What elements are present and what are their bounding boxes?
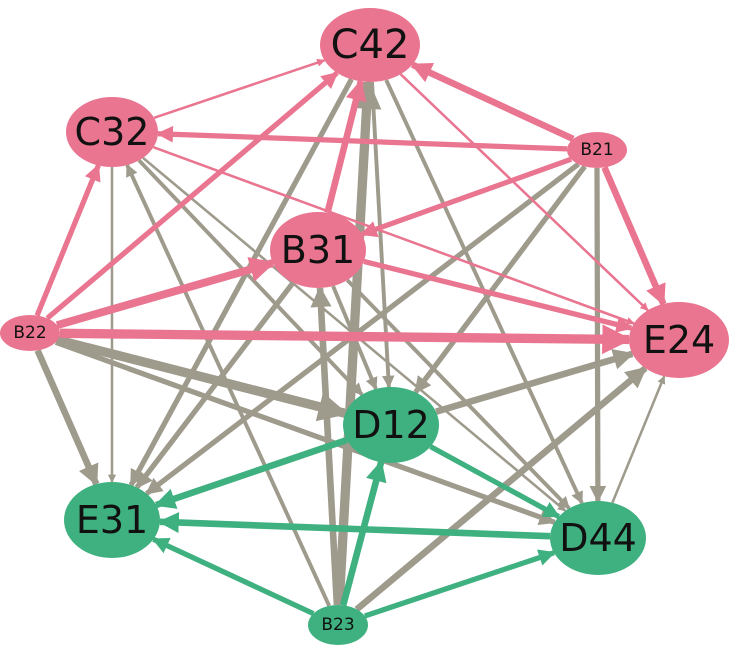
edge-B23-D44 — [363, 549, 556, 619]
svg-text:E24: E24 — [643, 318, 715, 362]
edge-B23-C32 — [125, 163, 331, 607]
edge-B22-D12 — [56, 335, 349, 422]
edge-D12-D44 — [429, 444, 561, 519]
svg-text:B21: B21 — [580, 140, 613, 160]
edge-D12-E31 — [154, 436, 348, 509]
edge-B22-C42 — [45, 70, 339, 321]
nodes-layer: C42 C32 B21 B31 B22 E24 D12 E31 D44 B23 — [0, 8, 729, 645]
edge-B22-B31 — [55, 257, 276, 330]
edge-B23-E31 — [151, 536, 315, 616]
node-B31[interactable]: B31 — [270, 212, 366, 288]
edge-D12-E24 — [435, 349, 635, 415]
node-B23[interactable]: B23 — [308, 605, 368, 645]
node-B22[interactable]: B22 — [0, 315, 60, 351]
svg-text:D44: D44 — [559, 516, 637, 560]
edge-B21-C32 — [156, 125, 568, 152]
node-C42[interactable]: C42 — [320, 8, 420, 82]
edge-D44-E24 — [611, 375, 666, 504]
node-D12[interactable]: D12 — [343, 387, 439, 463]
svg-text:D12: D12 — [352, 403, 430, 447]
svg-text:E31: E31 — [76, 498, 148, 542]
edge-B21-D12 — [413, 164, 587, 394]
edge-B21-E31 — [145, 162, 581, 496]
svg-text:C42: C42 — [331, 22, 410, 68]
node-D44[interactable]: D44 — [550, 501, 646, 575]
edge-B21-E24 — [601, 166, 667, 306]
edge-C42-E31 — [128, 78, 354, 487]
edge-B31-E31 — [134, 280, 296, 490]
edge-B23-C42 — [334, 79, 382, 606]
edge-C42-E24 — [399, 73, 649, 312]
edge-B21-D44 — [589, 167, 607, 503]
edge-B22-E31 — [34, 349, 100, 487]
edge-B31-C42 — [324, 79, 367, 214]
node-E31[interactable]: E31 — [64, 482, 160, 558]
svg-text:B22: B22 — [13, 323, 46, 343]
svg-text:B23: B23 — [321, 615, 354, 635]
node-C32[interactable]: C32 — [66, 97, 158, 167]
edge-B22-D44 — [54, 339, 557, 526]
edge-B21-C42 — [410, 61, 575, 142]
edge-B22-C32 — [34, 163, 101, 317]
svg-text:B31: B31 — [281, 228, 355, 272]
edge-B31-E24 — [363, 258, 634, 333]
edge-B23-D12 — [340, 460, 387, 607]
edges-layer — [34, 58, 667, 619]
edge-D44-E31 — [157, 511, 551, 540]
edge-B31-D44 — [345, 278, 571, 510]
node-B21[interactable]: B21 — [567, 132, 627, 168]
edge-C32-C42 — [153, 58, 326, 120]
edge-C32-E24 — [152, 146, 635, 325]
node-E24[interactable]: E24 — [629, 302, 729, 378]
edge-B22-E24 — [59, 324, 632, 355]
edge-B23-E24 — [354, 365, 648, 612]
edge-B21-B31 — [360, 156, 573, 238]
svg-text:C32: C32 — [75, 110, 150, 154]
